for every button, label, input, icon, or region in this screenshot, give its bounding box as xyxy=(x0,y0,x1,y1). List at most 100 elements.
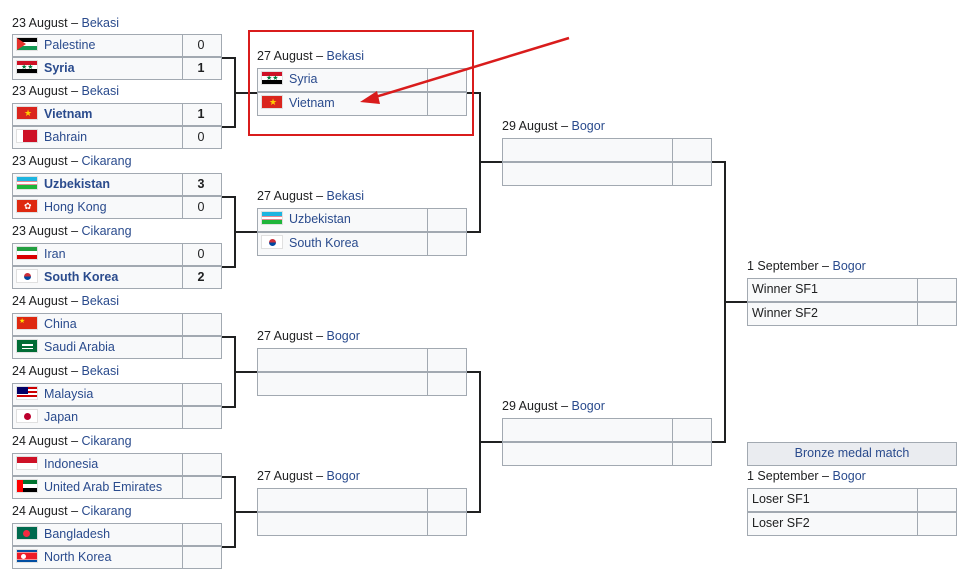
team-name-link[interactable]: Japan xyxy=(44,410,79,424)
bronze-team-2: Loser SF2 xyxy=(752,516,810,530)
venue-link[interactable]: Bekasi xyxy=(81,294,120,308)
match-header: 23 August – Cikarang xyxy=(12,224,132,238)
team-row: Winner SF2 xyxy=(747,302,957,326)
iran-flag-icon xyxy=(16,246,38,260)
team-score: 3 xyxy=(197,177,205,191)
team-row: Bahrain 0 xyxy=(12,126,222,149)
team-name-link[interactable]: Uzbekistan xyxy=(289,212,351,226)
team-row: Iran 0 xyxy=(12,243,222,266)
japan-flag-icon xyxy=(16,409,38,423)
team-name-link[interactable]: Indonesia xyxy=(44,457,99,471)
syria-flag-icon: ★★ xyxy=(16,60,38,74)
team-name-link[interactable]: Bahrain xyxy=(44,130,88,144)
connector-line xyxy=(234,231,257,233)
team-name-link[interactable]: North Korea xyxy=(44,550,112,564)
vietnam-flag-icon: ★ xyxy=(16,106,38,120)
south-korea-flag-icon xyxy=(261,235,283,249)
venue-link[interactable]: Bekasi xyxy=(81,84,120,98)
team-name-link[interactable]: Hong Kong xyxy=(44,200,107,214)
team-name-link[interactable]: Vietnam xyxy=(289,96,335,110)
team-score xyxy=(181,384,221,405)
team-score: 2 xyxy=(197,270,205,284)
team-row-winner: ★Vietnam 1 xyxy=(12,103,222,126)
team-name-link[interactable]: Vietnam xyxy=(44,107,93,121)
team-score xyxy=(181,454,221,475)
team-name-link[interactable]: Uzbekistan xyxy=(44,177,110,191)
connector-line xyxy=(222,546,236,548)
team-score: 0 xyxy=(197,130,205,144)
venue-link[interactable]: Bogor xyxy=(326,329,360,343)
venue-link[interactable]: Cikarang xyxy=(81,224,132,238)
match-header: 23 August – Bekasi xyxy=(12,16,120,30)
match-header: 24 August – Cikarang xyxy=(12,434,132,448)
venue-link[interactable]: Cikarang xyxy=(81,154,132,168)
team-name-link[interactable]: South Korea xyxy=(289,236,359,250)
bronze-team-1: Loser SF1 xyxy=(752,492,810,506)
south-korea-flag-icon xyxy=(16,269,38,283)
venue-link[interactable]: Cikarang xyxy=(81,504,132,518)
team-name-link[interactable]: Iran xyxy=(44,247,66,261)
team-name-link[interactable]: Malaysia xyxy=(44,387,94,401)
venue-link[interactable]: Bogor xyxy=(571,119,605,133)
venue-link[interactable]: Cikarang xyxy=(81,434,132,448)
indonesia-flag-icon xyxy=(16,456,38,470)
match-header: 29 August – Bogor xyxy=(502,399,605,413)
venue-link[interactable]: Bogor xyxy=(832,259,866,273)
uzbekistan-flag-icon xyxy=(261,211,283,225)
venue-link[interactable]: Bekasi xyxy=(81,16,120,30)
team-row: Malaysia xyxy=(12,383,222,406)
venue-link[interactable]: Bogor xyxy=(832,469,866,483)
team-name-link[interactable]: Syria xyxy=(289,72,318,86)
connector-line xyxy=(234,92,257,94)
team-row-winner: Uzbekistan 3 xyxy=(12,173,222,196)
team-score xyxy=(181,547,221,568)
match-header: 29 August – Bogor xyxy=(502,119,605,133)
venue-link[interactable]: Bekasi xyxy=(81,364,120,378)
match-date: 23 August xyxy=(12,16,68,30)
bangladesh-flag-icon xyxy=(16,526,38,540)
team-row-winner: ★★Syria 1 xyxy=(12,57,222,80)
team-score xyxy=(426,233,466,255)
match-header: 23 August – Cikarang xyxy=(12,154,132,168)
palestine-flag-icon xyxy=(16,37,38,51)
team-name-link[interactable]: China xyxy=(44,317,77,331)
venue-link[interactable]: Bogor xyxy=(571,399,605,413)
match-header: 27 August – Bogor xyxy=(257,329,360,343)
team-row-winner: South Korea 2 xyxy=(12,266,222,289)
team-name-link[interactable]: Bangladesh xyxy=(44,527,111,541)
team-row-empty xyxy=(502,138,712,162)
team-name-link[interactable]: South Korea xyxy=(44,270,119,284)
team-score: 0 xyxy=(197,38,205,52)
team-row: Bangladesh xyxy=(12,523,222,546)
team-row: North Korea xyxy=(12,546,222,569)
team-name-link[interactable]: Palestine xyxy=(44,38,96,52)
venue-link[interactable]: Bekasi xyxy=(326,189,365,203)
connector-line xyxy=(467,231,481,233)
team-name-link[interactable]: Saudi Arabia xyxy=(44,340,115,354)
match-header: 1 September – Bogor xyxy=(747,259,866,273)
connector-line xyxy=(724,301,747,303)
connector-line xyxy=(479,161,502,163)
team-row-empty xyxy=(257,348,467,372)
final-team-2: Winner SF2 xyxy=(752,306,818,320)
uzbekistan-flag-icon xyxy=(16,176,38,190)
team-name-link[interactable]: United Arab Emirates xyxy=(44,480,163,494)
connector-line xyxy=(222,476,236,478)
match-header: 1 September – Bogor xyxy=(747,469,866,483)
team-row-empty xyxy=(257,512,467,536)
match-header: 23 August – Bekasi xyxy=(12,84,120,98)
connector-line xyxy=(222,336,236,338)
venue-link[interactable]: Bogor xyxy=(326,469,360,483)
venue-link[interactable]: Bekasi xyxy=(326,49,365,63)
china-flag-icon: ★ xyxy=(16,316,38,330)
team-row: ★ China xyxy=(12,313,222,336)
match-header: 27 August – Bogor xyxy=(257,469,360,483)
match-header: 24 August – Cikarang xyxy=(12,504,132,518)
team-score xyxy=(181,524,221,545)
team-row: ✿ Hong Kong 0 xyxy=(12,196,222,219)
match-header: 24 August – Bekasi xyxy=(12,294,120,308)
hong-kong-flag-icon: ✿ xyxy=(16,199,38,213)
bronze-medal-header-link[interactable]: Bronze medal match xyxy=(747,442,957,466)
team-name-link[interactable]: Syria xyxy=(44,61,75,75)
team-score: 0 xyxy=(197,200,205,214)
